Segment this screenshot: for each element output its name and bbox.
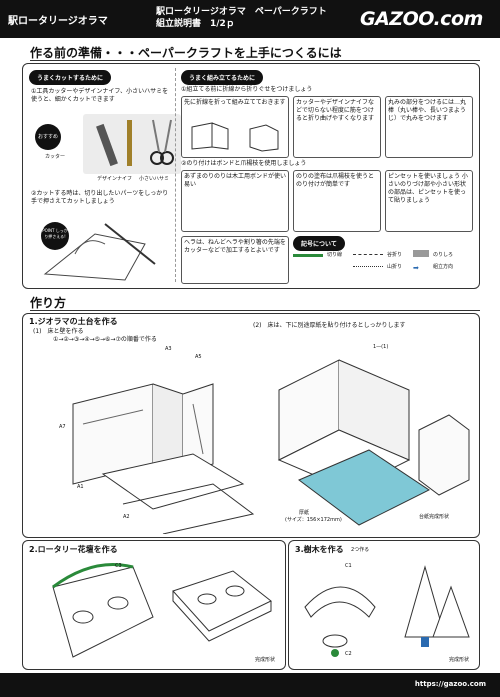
asm-step2: ②のり付けはボンドと爪楊枝を使用しましょう (181, 160, 307, 167)
flowerbed-diagram (52, 563, 154, 658)
step2-done-label: 完成形状 (255, 657, 276, 663)
tree-parts-diagram (304, 586, 376, 657)
header-mid-sub: 組立説明書 1/2ｐ (156, 19, 235, 29)
step1a-order: ①→②→③→④→⑤→⑥→⑦の順番で作る (53, 336, 157, 343)
point-badge: POINT しっかり押さえる! (41, 222, 69, 250)
step2-panel: 2.ロータリー花壇を作る C3 完成形状 (22, 540, 286, 670)
header-mid-title: 駅ロータリージオラマ ペーパークラフト 組立説明書 1/2ｐ (156, 6, 327, 30)
label-a3: A3 (165, 346, 172, 352)
step3-done-label: 完成形状 (449, 657, 470, 663)
step3-count: 2つ作る (351, 547, 370, 553)
header-mid-title-text: 駅ロータリージオラマ ペーパークラフト (156, 7, 327, 17)
step1-title: 1.ジオラマの土台を作る (29, 317, 118, 326)
label-c2: C2 (345, 651, 352, 657)
legend-cut: 切り線 (327, 252, 343, 258)
legend-valley: 谷折り (387, 252, 403, 258)
cutting-hands-illustration (35, 214, 175, 282)
prep-title-rule (30, 60, 480, 61)
asm-step1: ①組立てる前に折線から折りぐせをつけましょう (181, 86, 313, 93)
step2-title: 2.ロータリー花壇を作る (29, 545, 118, 554)
legend-direction: 組立方向 (433, 264, 454, 270)
howto-title: 作り方 (30, 296, 67, 310)
asm-box-b: カッターやデザインナイフなどで切らない程度に筋をつけると折り曲げやすくなります (293, 96, 381, 158)
step3-panel: 3.樹木を作る 2つ作る C1 C2 完成形状 (288, 540, 480, 670)
asm-box-a-text: 先に折線を折って組み立てておきます (184, 99, 286, 106)
base-done-label: 台紙完成形状 (419, 514, 450, 520)
footer-bar: https://gazoo.com (0, 673, 500, 697)
asm-box-c-text: 丸みの部分をつけるには…丸棒（丸い棒や、長いつまようじ）で丸みをつけます (388, 99, 467, 122)
fold-legend-pill: 記号について (293, 236, 345, 251)
prep-panel: うまくカットするために ①工具カッターやデザインナイフ、小さいハサミを使うと、細… (22, 63, 480, 289)
label-cutter: カッター (45, 154, 66, 160)
step1b: (2) 床は、下に別途厚紙を貼り付けるとしっかりします (253, 322, 406, 329)
asm-box-a: 先に折線を折って組み立てておきます (181, 96, 289, 158)
recommend-badge: おすすめ (35, 124, 61, 150)
cut-line-sample (293, 254, 323, 257)
board-label: 厚紙 (299, 510, 310, 516)
asm-box-d: あずまのりのりは木工用ボンドが使い易い (181, 170, 289, 232)
board-size: (サイズ：156×172mm) (285, 517, 342, 523)
cut-pill: うまくカットするために (29, 70, 112, 85)
label-design-knife: デザインナイフ (97, 176, 133, 182)
header-left-title: 駅ロータリージオラマ (8, 16, 108, 27)
direction-arrow-icon: ➡ (413, 264, 419, 272)
label-a7: A7 (59, 424, 66, 430)
asm-box-c: 丸みの部分をつけるには…丸棒（丸い棒や、長いつまようじ）で丸みをつけます (385, 96, 473, 158)
tools-photo (83, 114, 181, 174)
header-bar: 駅ロータリージオラマ 駅ロータリージオラマ ペーパークラフト 組立説明書 1/2… (0, 0, 500, 38)
gazoo-logo: GAZOO.com (360, 8, 483, 30)
prep-title: 作る前の準備・・・ペーパークラフトを上手につくるには (30, 46, 342, 60)
label-a5: A5 (195, 354, 202, 360)
label-scissors: 小さいハサミ (139, 176, 170, 182)
cut-step2: ②カットする時は、切り出したいパーツをしっかり手で押さえてカットしましょう (31, 190, 169, 205)
label-c3: C3 (115, 563, 122, 569)
legend-mountain: 山折り (387, 264, 403, 270)
asm-box-f-text: ピンセットを使いましょう 小さいのりづけ部や小さい形状の部品は、ピンセットを使っ… (388, 173, 468, 204)
step1-panel: 1.ジオラマの土台を作る (1) 床と壁を作る ①→②→③→④→⑤→⑥→⑦の順番… (22, 313, 480, 538)
fold-box-illustration (191, 122, 279, 152)
tree-done-diagram (404, 565, 470, 647)
prep-divider (175, 68, 176, 282)
footer-url[interactable]: https://gazoo.com (414, 680, 486, 688)
glue-sample (413, 250, 429, 257)
flowerbed-done-diagram (172, 570, 272, 642)
label-c1: C1 (345, 563, 352, 569)
label-a1: A1 (77, 484, 84, 490)
asm-box-d-text: あずまのりのりは木工用ボンドが使い易い (184, 173, 287, 188)
valley-line-sample (353, 254, 383, 255)
base-reinforce-diagram (277, 359, 470, 526)
asm-box-e: のりの塗布は爪楊枝を使うとのり付けが簡単です (293, 170, 381, 232)
mountain-line-sample (353, 266, 383, 267)
howto-title-rule (30, 310, 480, 311)
asm-box-b-text: カッターやデザインナイフなどで切らない程度に筋をつけると折り曲げやすくなります (296, 99, 375, 122)
cut-step1: ①工具カッターやデザインナイフ、小さいハサミを使うと、細かくカットできます (31, 88, 169, 103)
legend-glue: のりしろ (433, 252, 454, 258)
asm-box-f: ピンセットを使いましょう 小さいのりづけ部や小さい形状の部品は、ピンセットを使っ… (385, 170, 473, 232)
base-assembly-diagram (72, 383, 255, 534)
fold-legend: 記号について 切り線 谷折り 山折り のりしろ ➡ 組立方向 (293, 236, 471, 282)
label-1-1: 1—(1) (373, 344, 389, 350)
asm-box-g-text: ヘラは、ねんどヘラや割り箸の先端をカッターなどで加工するとよいです (184, 239, 286, 254)
label-a2: A2 (123, 514, 130, 520)
step1a: (1) 床と壁を作る (33, 328, 84, 335)
assemble-pill: うまく組み立てるために (181, 70, 264, 85)
asm-box-e-text: のりの塗布は爪楊枝を使うとのり付けが簡単です (296, 173, 375, 188)
tools-illustration (96, 119, 174, 167)
step3-title: 3.樹木を作る (295, 545, 344, 554)
asm-box-g: ヘラは、ねんどヘラや割り箸の先端をカッターなどで加工するとよいです (181, 236, 289, 284)
